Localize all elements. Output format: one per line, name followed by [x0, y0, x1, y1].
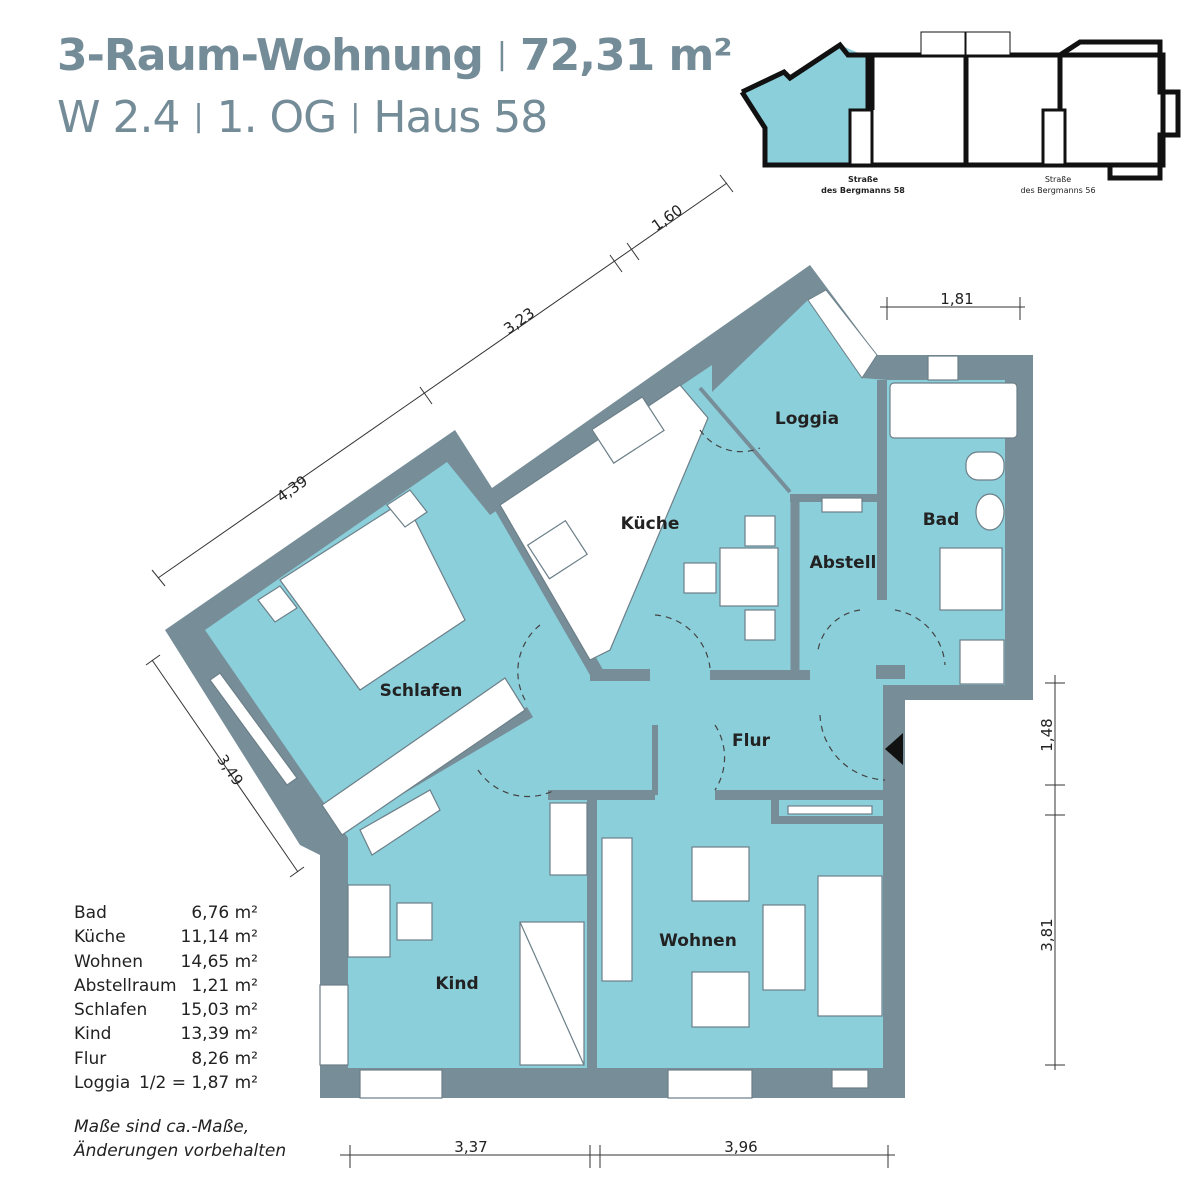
area-row: Kind 13,39 m² — [74, 1024, 258, 1048]
room-label-bad: Bad — [923, 510, 960, 530]
entrance-arrow-icon — [885, 733, 903, 765]
area-row: Abstellraum 1,21 m² — [74, 976, 258, 1000]
key-plan-street-58-line2: des Bergmanns 58 — [821, 186, 905, 195]
room-label-flur: Flur — [732, 731, 771, 751]
area-row: Küche 11,14 m² — [74, 927, 258, 951]
area-value: 1/2 = 1,87 m² — [138, 1073, 258, 1094]
dimension-3-81: 3,81 — [1038, 918, 1056, 951]
bathtub — [889, 382, 1018, 439]
key-plan: Straße des Bergmanns 58 Straße des Bergm… — [739, 31, 1181, 195]
area-room: Loggia — [74, 1073, 131, 1094]
area-row: Bad 6,76 m² — [74, 903, 258, 927]
area-room: Kind — [74, 1024, 112, 1045]
dimension-lines — [145, 174, 1065, 1168]
note-line: Maße sind ca.-Maße, — [74, 1117, 250, 1137]
wardrobe — [321, 677, 526, 836]
dimension-3-49: 3,49 — [213, 751, 247, 789]
dining-table — [719, 547, 779, 607]
nightstand — [257, 585, 298, 623]
house-number: Haus 58 — [373, 92, 548, 143]
separator: | — [496, 37, 507, 72]
stove — [526, 519, 589, 580]
area-row: Wohnen 14,65 m² — [74, 952, 258, 976]
area-room: Flur — [74, 1048, 107, 1069]
loggia-railing — [807, 289, 878, 379]
desk — [359, 789, 441, 856]
area-value: 15,03 m² — [180, 1000, 258, 1021]
area-value: 8,26 m² — [191, 1048, 258, 1069]
separator: | — [350, 99, 360, 134]
apartment-type: 3-Raum-Wohnung — [57, 30, 484, 81]
furniture — [257, 382, 1018, 1066]
key-plan-street-58-line1: Straße — [848, 175, 879, 184]
dimension-3-23: 3,23 — [500, 304, 538, 338]
shower — [939, 547, 1003, 611]
area-room: Schlafen — [74, 1000, 148, 1021]
area-value: 11,14 m² — [180, 927, 258, 948]
dimension-3-96: 3,96 — [724, 1138, 757, 1156]
sofa — [817, 875, 883, 1017]
page-title: 3-Raum-Wohnung | 72,31 m² — [57, 30, 733, 81]
area-row: Flur 8,26 m² — [74, 1049, 258, 1073]
area-value: 13,39 m² — [180, 1024, 258, 1045]
dimension-4-39: 4,39 — [273, 472, 311, 506]
key-plan-street-56-line1: Straße — [1045, 175, 1071, 184]
sideboard — [601, 837, 633, 982]
page-subtitle: W 2.4 | 1. OG | Haus 58 — [57, 92, 548, 143]
room-label-wohnen: Wohnen — [659, 931, 737, 951]
sink — [591, 396, 665, 464]
room-label-kind: Kind — [435, 974, 478, 994]
area-value: 6,76 m² — [191, 903, 258, 923]
area-room: Abstellraum — [74, 975, 177, 996]
floor-level: 1. OG — [216, 92, 338, 143]
windows — [209, 355, 959, 1099]
area-room: Küche — [74, 927, 126, 948]
area-value: 14,65 m² — [180, 951, 258, 972]
area-room: Wohnen — [74, 951, 143, 972]
dimension-1-48: 1,48 — [1038, 718, 1056, 751]
room-area — [205, 300, 1005, 1068]
area-row: Schlafen 15,03 m² — [74, 1000, 258, 1024]
room-label-abstell: Abstell — [810, 553, 877, 573]
room-label-schlafen: Schlafen — [380, 681, 463, 701]
unit-number: W 2.4 — [57, 92, 180, 143]
key-plan-unit-highlight — [742, 45, 868, 165]
note-line: Änderungen vorbehalten — [74, 1141, 287, 1161]
kitchen-counter — [499, 384, 709, 661]
door-swings — [477, 429, 946, 798]
dimension-1-60: 1,60 — [648, 201, 686, 235]
key-plan-street-56-line2: des Bergmanns 56 — [1020, 186, 1095, 195]
dimension-3-37: 3,37 — [454, 1138, 487, 1156]
dimension-1-81: 1,81 — [940, 290, 973, 308]
separator: | — [193, 99, 203, 134]
nightstand — [386, 489, 428, 528]
disclaimer-note: Maße sind ca.-Maße, Änderungen vorbehalt… — [74, 1115, 286, 1163]
double-bed — [279, 499, 466, 691]
room-label-loggia: Loggia — [775, 409, 839, 429]
area-room: Bad — [74, 903, 107, 923]
area-row: Loggia 1/2 = 1,87 m² — [74, 1073, 258, 1097]
room-label-kueche: Küche — [621, 514, 680, 534]
area-value: 1,21 m² — [191, 975, 258, 996]
apartment-area: 72,31 m² — [520, 30, 733, 81]
